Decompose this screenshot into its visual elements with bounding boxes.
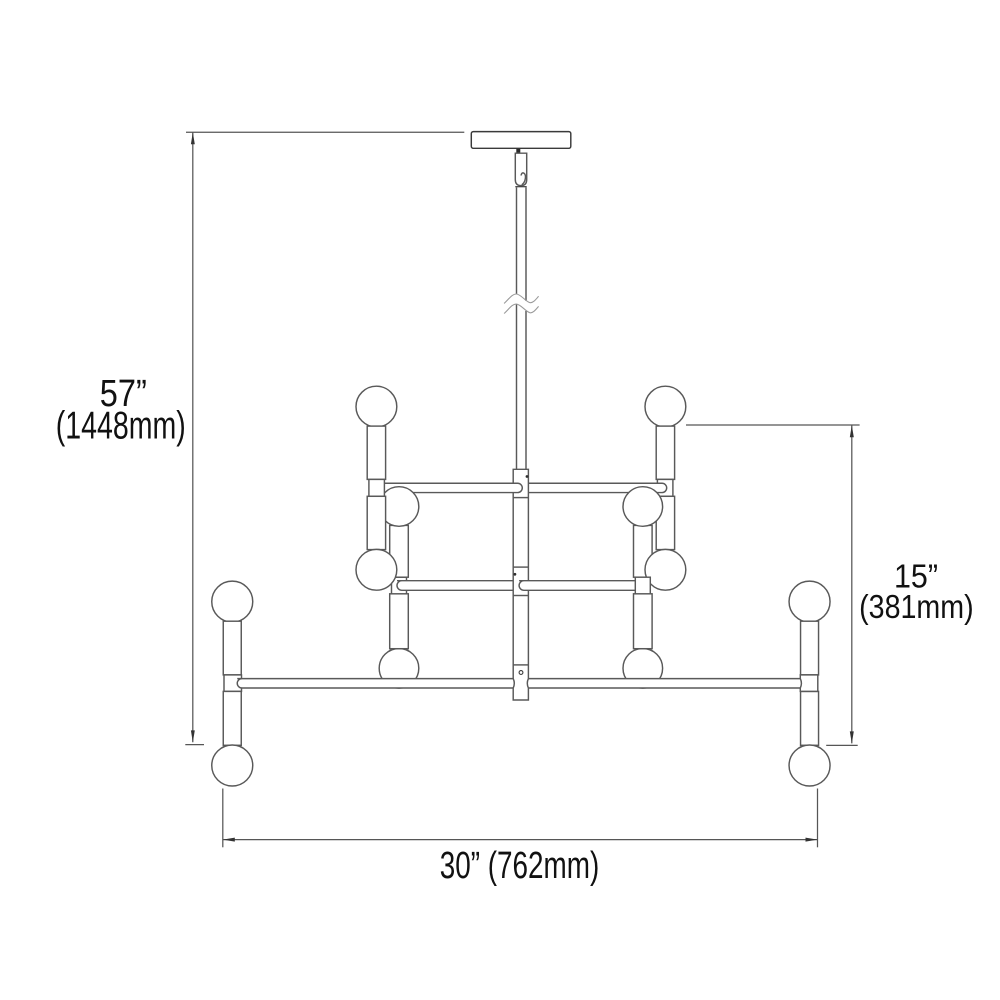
svg-text:15”: 15” [894,558,938,595]
svg-text:(381mm): (381mm) [859,588,974,625]
svg-text:57”: 57” [100,373,147,415]
svg-text:(1448mm): (1448mm) [56,405,186,448]
svg-text:30” (762mm): 30” (762mm) [440,845,600,887]
